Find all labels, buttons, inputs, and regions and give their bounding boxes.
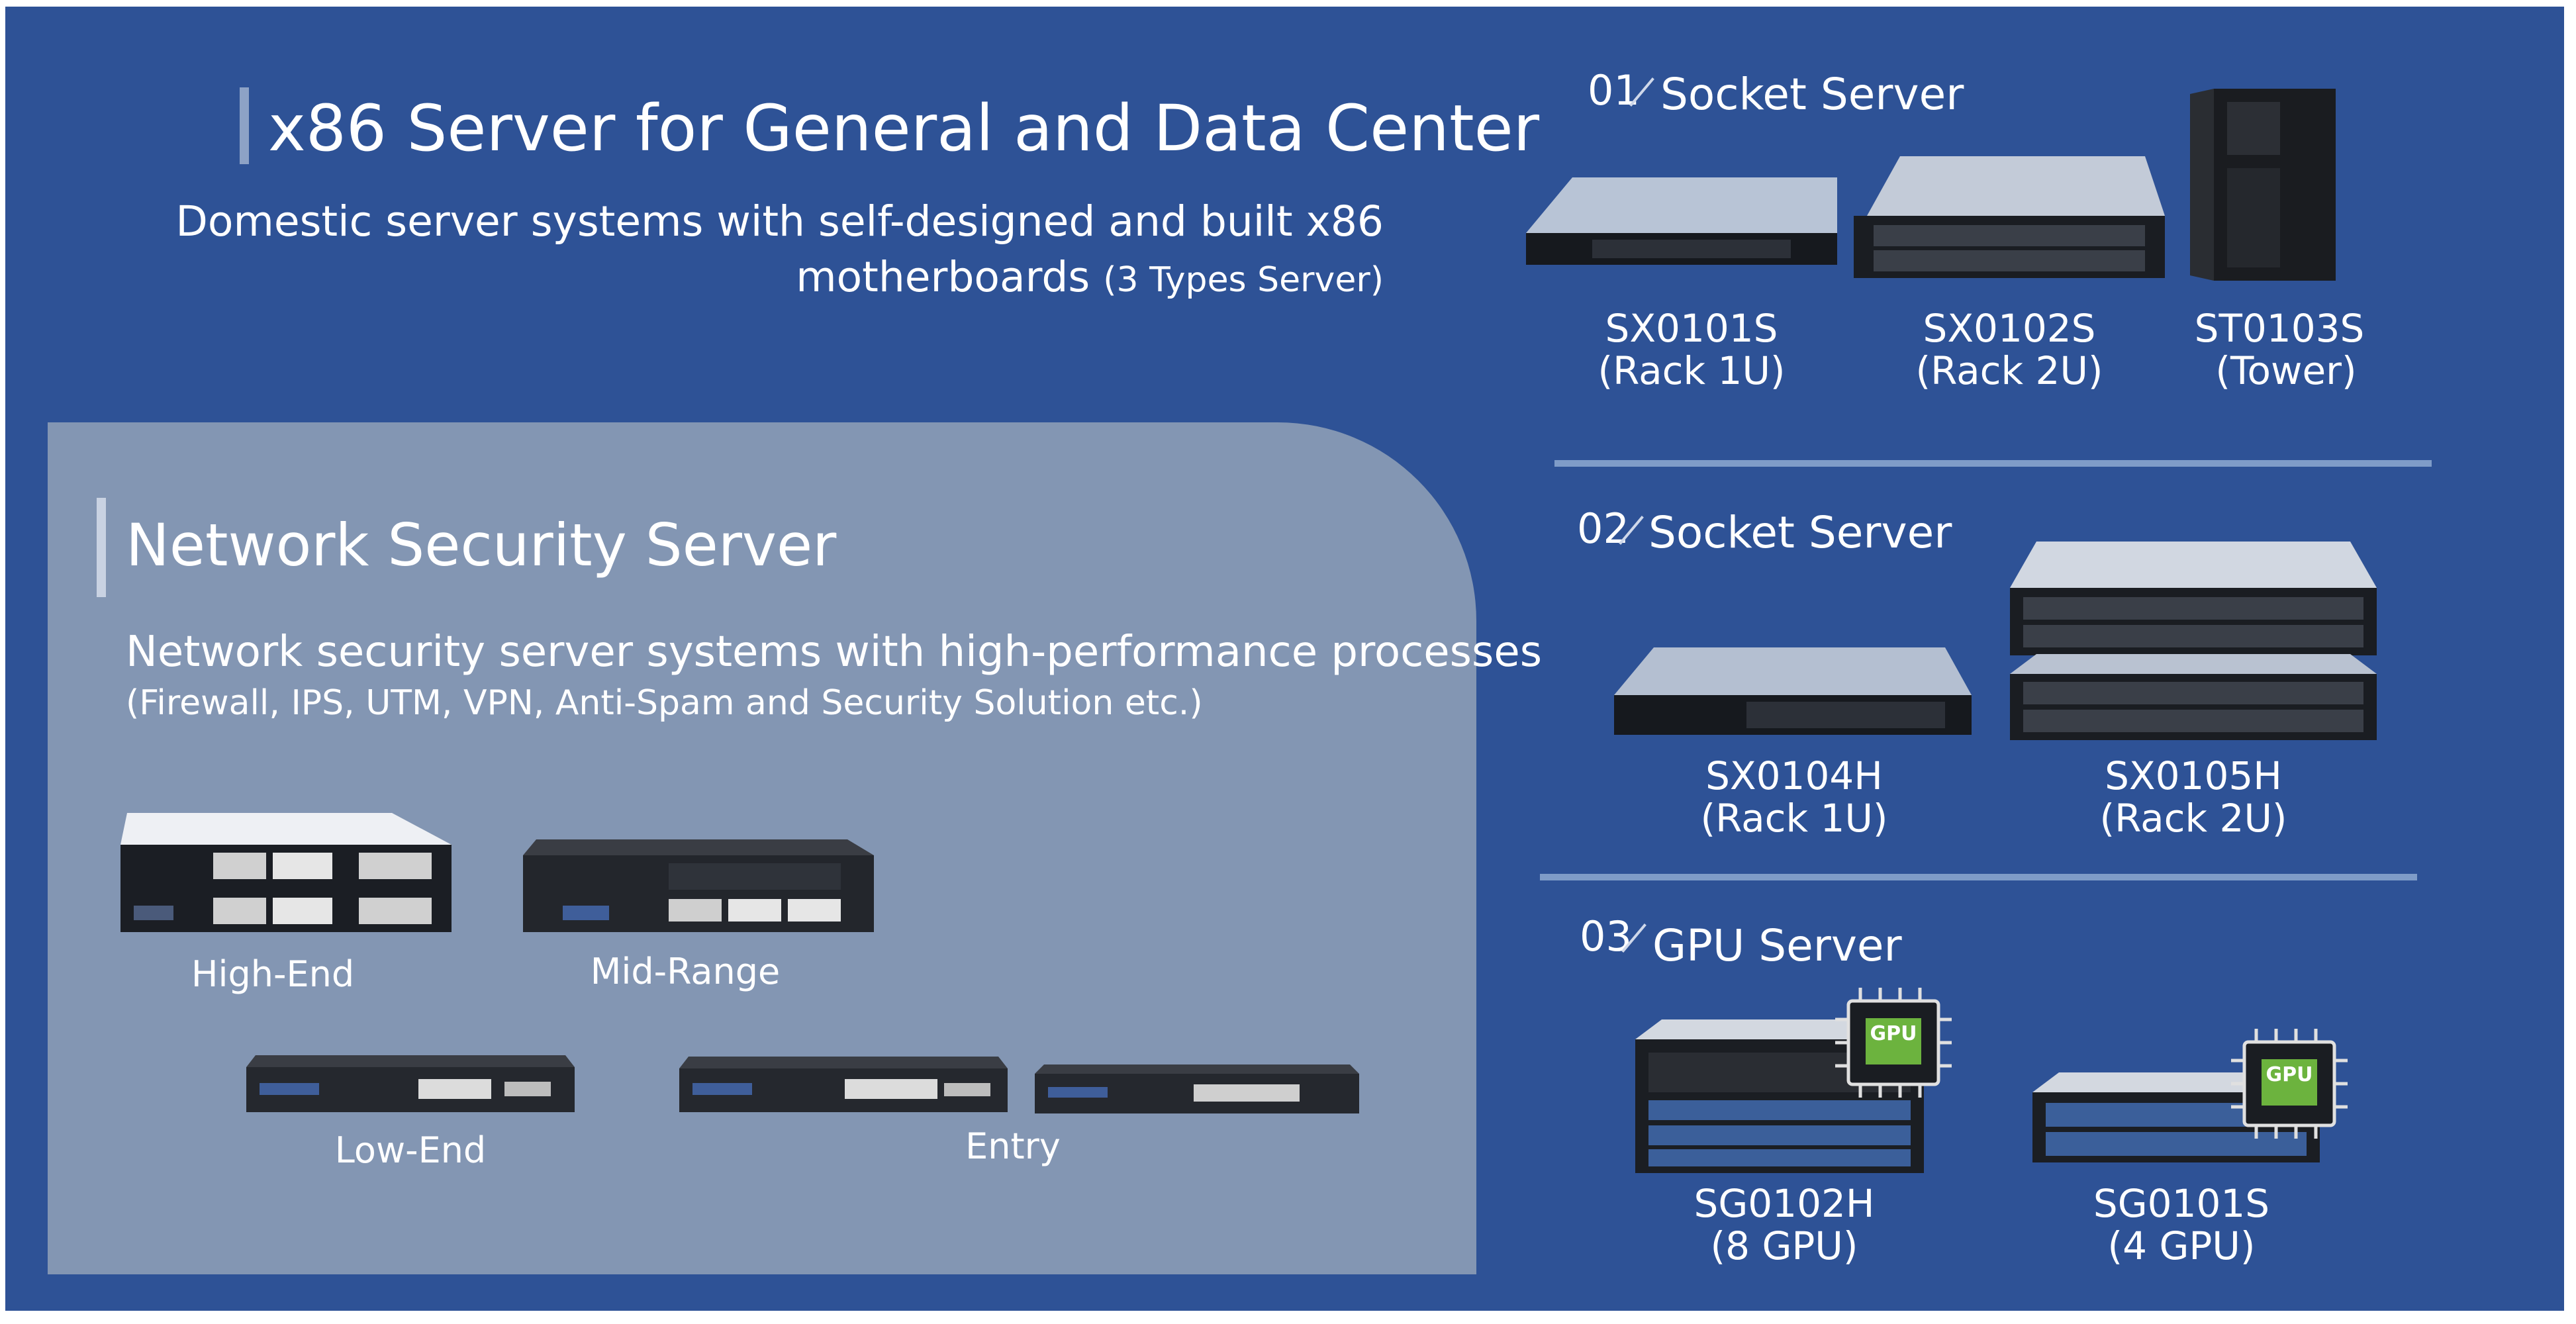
section-02-title: Socket Server <box>1648 507 1952 558</box>
st0103s-model: ST0103S <box>2194 306 2365 351</box>
nss-note: (Firewall, IPS, UTM, VPN, Anti-Spam and … <box>126 683 1203 723</box>
high-end-label: High-End <box>191 953 355 995</box>
x86-subtitle-line2: motherboards (3 Types Server) <box>166 253 1384 301</box>
sx0102s-server-image <box>1854 156 2165 278</box>
nss-title: Network Security Server <box>126 511 837 579</box>
x86-subtitle-motherboards: motherboards <box>796 253 1090 301</box>
sx0101s-type: (Rack 1U) <box>1598 348 1786 393</box>
entry-appliance-1 <box>679 1057 1008 1112</box>
sg0102h-model: SG0102H <box>1693 1181 1875 1226</box>
st0103s-type: (Tower) <box>2215 348 2357 393</box>
section-01-title: Socket Server <box>1660 69 1964 120</box>
sg0101s-model: SG0101S <box>2093 1181 2270 1226</box>
section-02-number: 02 <box>1577 504 1629 553</box>
low-end-label: Low-End <box>334 1129 487 1171</box>
x86-title: x86 Server for General and Data Center <box>268 91 1540 166</box>
sg0102h-gpu-chip-icon <box>1835 988 1952 1098</box>
sg0101s-gpu-label: GPU <box>2266 1063 2313 1086</box>
sg0101s-gpu-chip-icon <box>2231 1029 2348 1139</box>
x86-subtitle-line1: Domestic server systems with self-design… <box>175 197 1384 246</box>
sx0102s-type: (Rack 2U) <box>1915 348 2103 393</box>
sx0104h-server-image <box>1614 647 1972 735</box>
sx0105h-server-image-bottom <box>2010 654 2377 740</box>
sx0104h-model: SX0104H <box>1705 753 1883 798</box>
section-divider-1 <box>1554 460 2432 467</box>
mid-range-label: Mid-Range <box>590 951 781 992</box>
nss-accent-bar <box>97 498 106 597</box>
section-03-title: GPU Server <box>1652 920 1902 971</box>
sg0101s-type: (4 GPU) <box>2107 1223 2256 1268</box>
sx0102s-model: SX0102S <box>1923 306 2096 351</box>
sg0102h-type: (8 GPU) <box>1710 1223 1858 1268</box>
low-end-appliance <box>246 1055 575 1112</box>
sg0102h-gpu-label: GPU <box>1870 1022 1917 1045</box>
section-divider-2 <box>1540 874 2417 880</box>
sx0105h-type: (Rack 2U) <box>2099 796 2287 841</box>
section-01-number: 01 <box>1588 66 1640 115</box>
sx0101s-model: SX0101S <box>1605 306 1778 351</box>
high-end-appliance <box>120 813 452 932</box>
sx0104h-type: (Rack 1U) <box>1700 796 1888 841</box>
entry-appliance-2 <box>1035 1064 1359 1113</box>
x86-subtitle-note: (3 Types Server) <box>1103 260 1384 300</box>
sx0101s-server-image <box>1526 177 1837 265</box>
mid-range-appliance <box>523 839 874 932</box>
sx0105h-server-image-top <box>2010 542 2377 655</box>
entry-label: Entry <box>965 1125 1061 1167</box>
sx0105h-model: SX0105H <box>2105 753 2282 798</box>
title-accent-bar <box>240 87 249 164</box>
section-03-number: 03 <box>1580 912 1632 961</box>
nss-subtitle: Network security server systems with hig… <box>126 628 1543 677</box>
st0103s-tower-image <box>2190 89 2336 281</box>
